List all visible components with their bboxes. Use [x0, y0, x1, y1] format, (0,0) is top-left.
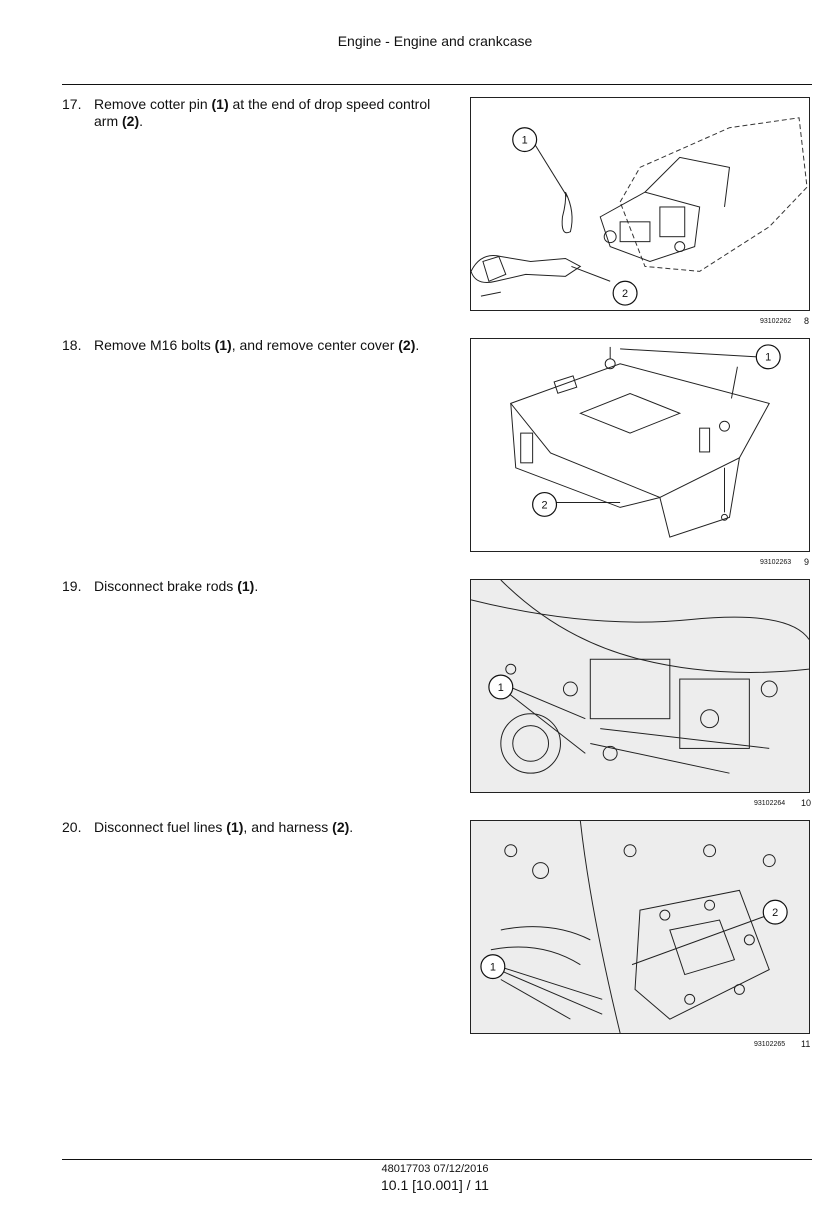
figure-id: 93102264 — [754, 800, 786, 807]
figure-id: 93102265 — [754, 1041, 786, 1048]
figure-number: 11 — [801, 1039, 811, 1049]
figure-number: 9 — [804, 557, 810, 567]
header-rule — [62, 84, 812, 85]
step-number: 18. — [62, 337, 82, 353]
figure-number: 8 — [804, 316, 810, 326]
step-17: 17. Remove cotter pin (1) at the end of … — [62, 96, 447, 130]
figure-center-cover: 1 2 — [470, 338, 810, 552]
step-text: Disconnect fuel lines (1), and harness (… — [94, 819, 354, 835]
figure-fuel-lines-harness: 1 2 — [470, 820, 810, 1034]
figure-number: 10 — [801, 798, 812, 808]
svg-text:1: 1 — [765, 352, 771, 364]
footer-rule — [62, 1159, 812, 1160]
step-20: 20. Disconnect fuel lines (1), and harne… — [62, 819, 447, 836]
callout-1: 1 — [480, 954, 506, 980]
figure-cotter-pin: 1 2 — [470, 97, 810, 311]
callout-2: 2 — [532, 491, 558, 517]
figure-brake-rods: 1 — [470, 579, 810, 793]
step-18: 18. Remove M16 bolts (1), and remove cen… — [62, 337, 447, 354]
step-19: 19. Disconnect brake rods (1). — [62, 578, 447, 595]
svg-text:2: 2 — [772, 907, 778, 919]
svg-text:2: 2 — [622, 288, 628, 300]
step-text: Disconnect brake rods (1). — [94, 578, 259, 594]
step-number: 20. — [62, 819, 82, 835]
step-number: 17. — [62, 96, 82, 112]
footer-document-info: 48017703 07/12/2016 — [381, 1163, 489, 1175]
callout-2: 2 — [612, 280, 638, 306]
figure-id: 93102262 — [760, 318, 792, 325]
step-text: Remove cotter pin (1) at the end of drop… — [94, 96, 431, 129]
step-text: Remove M16 bolts (1), and remove center … — [94, 337, 420, 353]
svg-text:1: 1 — [522, 134, 528, 146]
step-number: 19. — [62, 578, 82, 594]
svg-text:1: 1 — [498, 682, 504, 694]
footer-page-number: 10.1 [10.001] / 11 — [381, 1177, 489, 1193]
page-header-title: Engine - Engine and crankcase — [337, 33, 533, 49]
callout-1: 1 — [488, 674, 514, 700]
svg-text:1: 1 — [490, 962, 496, 974]
figure-id: 93102263 — [760, 559, 792, 566]
callout-1: 1 — [755, 344, 781, 370]
callout-2: 2 — [762, 899, 788, 925]
svg-text:2: 2 — [542, 499, 548, 511]
callout-1: 1 — [512, 127, 538, 153]
